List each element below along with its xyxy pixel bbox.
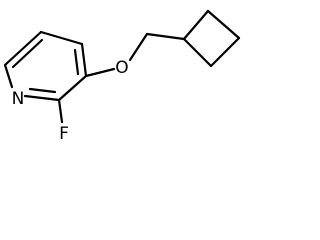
bond-n-c6	[3, 63, 14, 89]
atom-label-nitrogen: N	[12, 89, 25, 109]
bond-c2-n-inner	[28, 87, 57, 94]
bond-cb2-cb3	[206, 9, 241, 40]
atom-label-oxygen: O	[115, 58, 128, 78]
bond-c3-o	[84, 67, 116, 78]
bond-c4-c3	[80, 42, 88, 78]
bond-c6-c5	[3, 30, 43, 67]
bond-c4-c3-inner	[73, 48, 80, 76]
bond-c2-n	[23, 94, 61, 102]
bond-ch2-cyclobutyl	[145, 32, 186, 41]
bond-c3-c2	[57, 74, 88, 102]
bond-o-ch2	[128, 32, 149, 62]
bond-cb3-cb4	[209, 36, 241, 68]
atom-label-fluorine: F	[59, 124, 69, 144]
bond-c2-f	[57, 98, 64, 124]
bond-c6-c5-inner	[11, 38, 44, 69]
molecule-structure-diagram: N F O	[3, 9, 241, 144]
bond-cb1-cb2	[182, 9, 210, 41]
bond-cb4-cb1	[182, 37, 213, 68]
bond-c5-c4	[39, 30, 84, 46]
